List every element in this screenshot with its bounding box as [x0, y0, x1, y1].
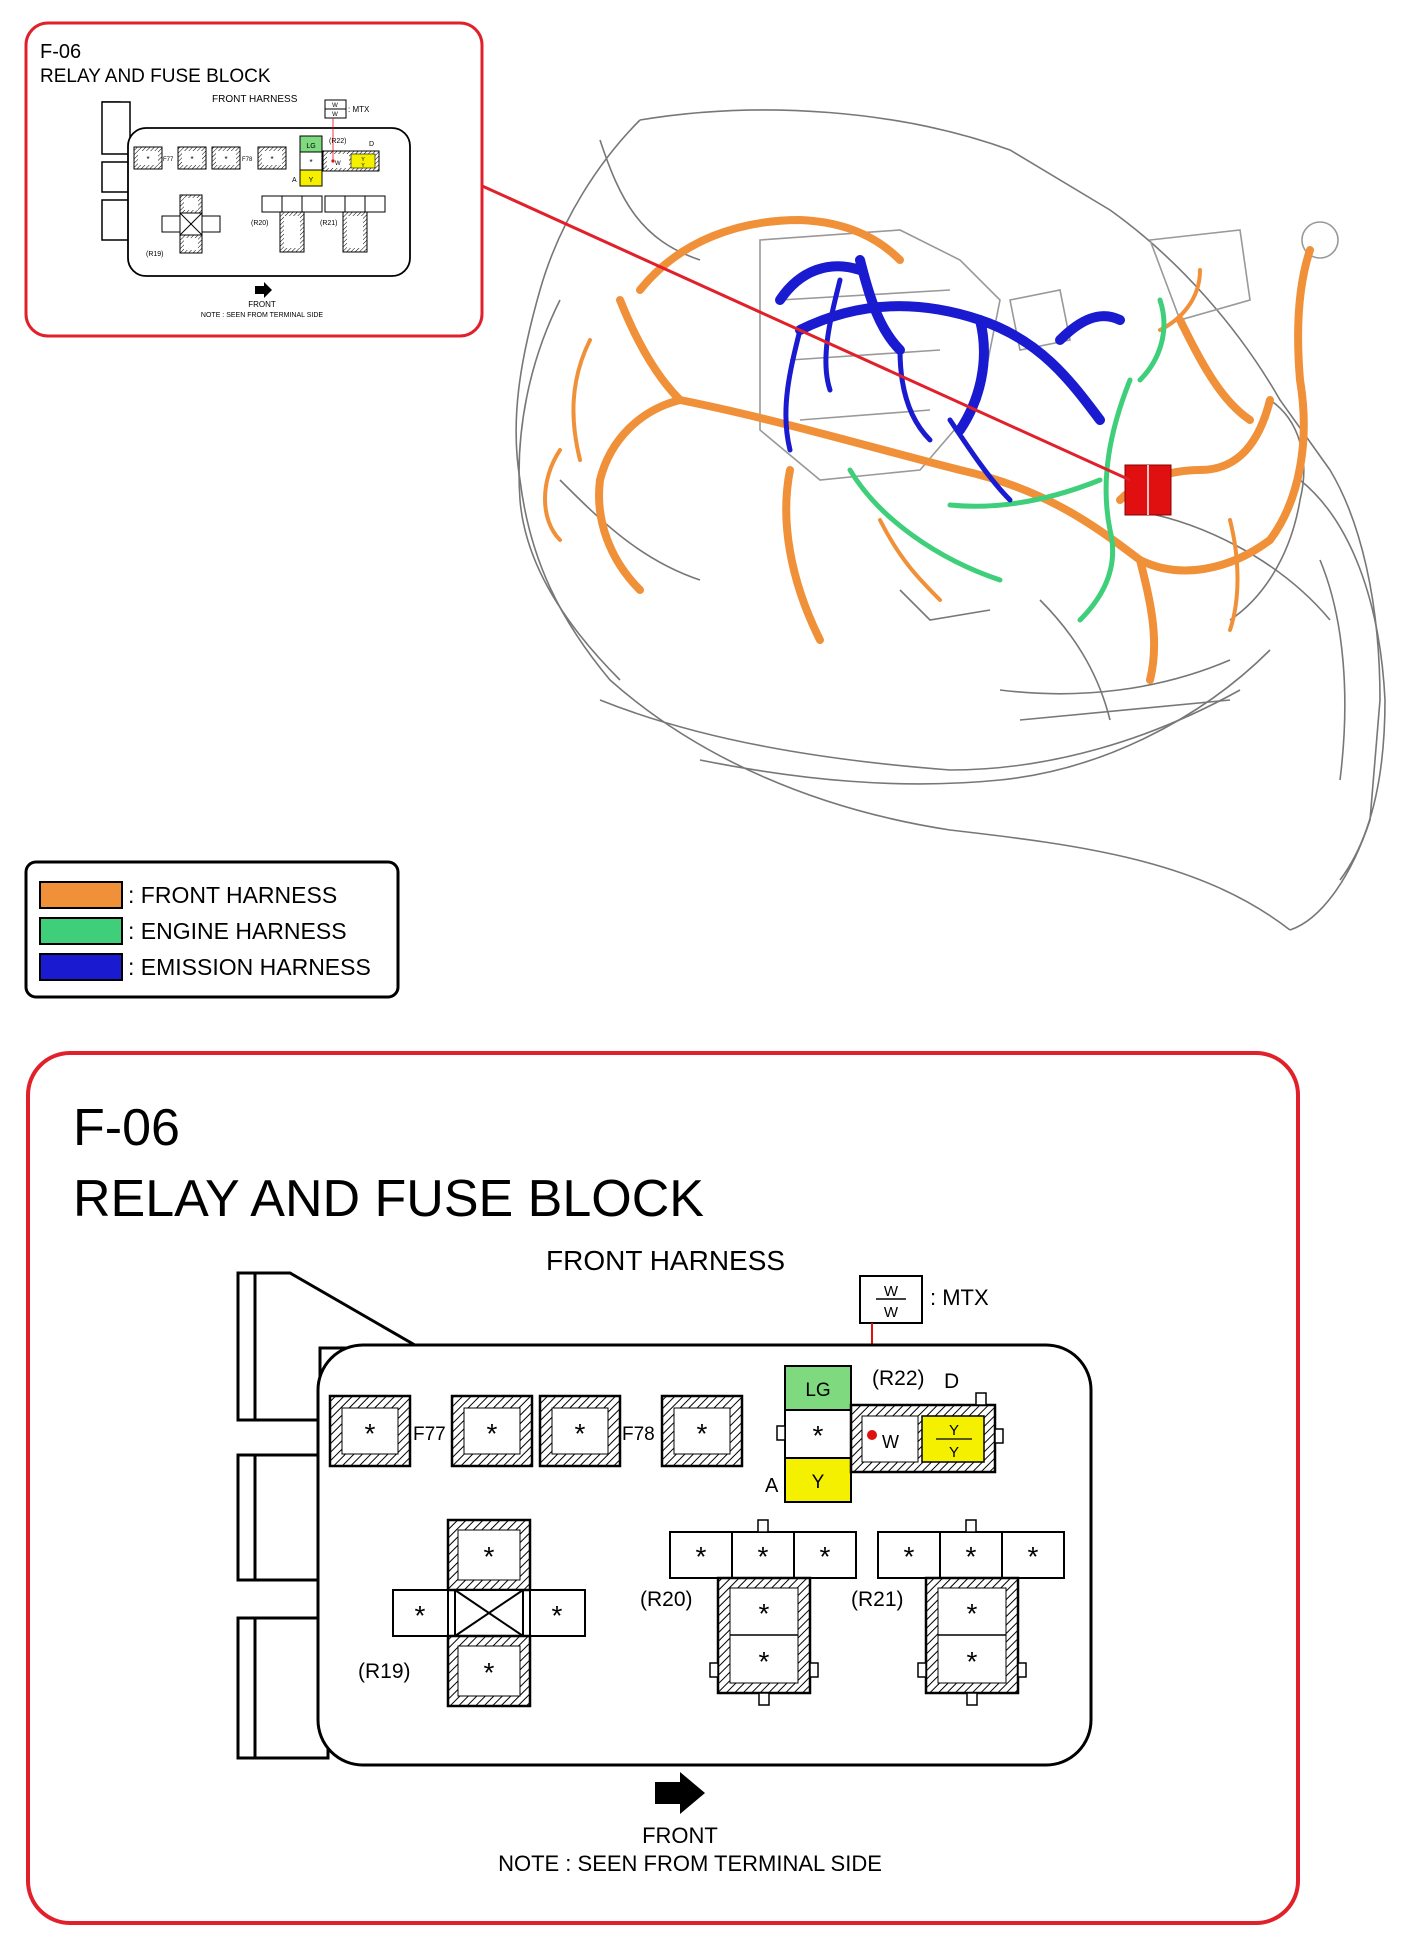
legend-label-emission: : EMISSION HARNESS: [128, 954, 371, 980]
mtx-connector: W W : MTX: [859, 1275, 989, 1440]
detail-title: RELAY AND FUSE BLOCK: [73, 1170, 704, 1228]
legend-swatch-front: [39, 881, 123, 909]
r22-y: Y: [812, 1472, 825, 1493]
svg-text:*: *: [190, 155, 193, 164]
r22-y-top: Y: [949, 1422, 959, 1439]
svg-text:*: *: [967, 1598, 978, 1629]
inset-d: D: [369, 141, 374, 148]
inset-lg: LG: [306, 143, 315, 150]
svg-text:*: *: [759, 1646, 770, 1677]
connector-r22: LG * Y A Y Y W (R22) D: [765, 1365, 1004, 1503]
front-arrow-icon: [655, 1772, 705, 1814]
svg-text:*: *: [484, 1657, 495, 1688]
relay-r20: * * * * * (R20): [640, 1519, 857, 1706]
r22-y-bottom: Y: [949, 1444, 959, 1461]
inset-front: FRONT: [248, 300, 276, 309]
inset-y-bottom: Y: [361, 163, 365, 169]
svg-text:*: *: [146, 155, 149, 164]
relay-r19: * * * * (R19): [358, 1518, 586, 1708]
inset-f77-label: F77: [163, 157, 174, 163]
inset-title: RELAY AND FUSE BLOCK: [40, 66, 271, 87]
r19-label: (R19): [358, 1660, 411, 1683]
engine-harness-wires: [847, 297, 1167, 623]
fuse-row: * * * * F77 F78: [328, 1394, 744, 1468]
detail-harness-label: FRONT HARNESS: [546, 1245, 785, 1276]
inset-r19: (R19): [146, 194, 221, 258]
note-label: NOTE : SEEN FROM TERMINAL SIDE: [498, 1851, 882, 1876]
svg-text:*: *: [415, 1600, 426, 1631]
inset-r21: (R21): [320, 195, 386, 253]
svg-text:(R19): (R19): [146, 251, 164, 258]
mtx-top: W: [884, 1283, 899, 1300]
svg-text:*: *: [484, 1541, 495, 1572]
r22-w: W: [882, 1432, 899, 1452]
inset-harness-label: FRONT HARNESS: [212, 94, 298, 105]
r22-label: (R22): [872, 1367, 925, 1390]
svg-text:*: *: [820, 1541, 831, 1572]
inset-w: W: [335, 161, 341, 167]
r22-lg: LG: [805, 1380, 830, 1401]
svg-text:*: *: [365, 1418, 376, 1449]
r20-label: (R20): [640, 1588, 693, 1611]
car-illustration: [515, 109, 1386, 931]
inset-a: A: [292, 177, 297, 184]
r22-d: D: [944, 1370, 959, 1393]
svg-text:*: *: [1028, 1541, 1039, 1572]
legend-label-front: : FRONT HARNESS: [128, 882, 337, 908]
legend-label-engine: : ENGINE HARNESS: [128, 918, 347, 944]
svg-text:*: *: [758, 1541, 769, 1572]
legend-swatch-emission: [39, 953, 123, 981]
svg-text:*: *: [309, 158, 312, 167]
svg-text:*: *: [575, 1418, 586, 1449]
svg-text:*: *: [270, 155, 273, 164]
emission-harness-wires: [775, 255, 1125, 435]
svg-text:*: *: [904, 1541, 915, 1572]
r22-a: A: [765, 1475, 779, 1497]
inset-f78-label: F78: [242, 157, 253, 163]
emission-harness-wires-thin: [783, 277, 1013, 503]
r21-label: (R21): [851, 1588, 904, 1611]
inset-mtx-bottom: W: [332, 112, 338, 118]
svg-text:*: *: [966, 1541, 977, 1572]
inset-y-top: Y: [361, 157, 365, 163]
svg-text:*: *: [696, 1541, 707, 1572]
svg-text:*: *: [759, 1598, 770, 1629]
svg-text:*: *: [697, 1418, 708, 1449]
inset-y: Y: [309, 177, 314, 184]
legend-swatch-engine: [39, 917, 123, 945]
inset-note: NOTE : SEEN FROM TERMINAL SIDE: [201, 312, 323, 319]
svg-text:*: *: [967, 1646, 978, 1677]
callout-line: [479, 183, 1131, 482]
inset-panel: F-06 RELAY AND FUSE BLOCK FRONT HARNESS …: [24, 21, 484, 338]
inset-r22: (R22): [329, 138, 347, 145]
detail-code: F-06: [73, 1099, 180, 1157]
inset-mtx-label: : MTX: [348, 105, 370, 114]
inset-code: F-06: [40, 41, 81, 63]
svg-text:*: *: [487, 1418, 498, 1449]
svg-text:*: *: [813, 1420, 824, 1451]
fuse-f77-label: F77: [413, 1424, 446, 1445]
legend: : FRONT HARNESS : ENGINE HARNESS : EMISS…: [24, 860, 400, 999]
detail-panel: F-06 RELAY AND FUSE BLOCK FRONT HARNESS …: [26, 1051, 1300, 1925]
inset-mtx-top: W: [332, 103, 338, 109]
front-label: FRONT: [642, 1823, 718, 1848]
svg-text:*: *: [224, 155, 227, 164]
svg-text:(R20): (R20): [251, 220, 269, 227]
mtx-label: : MTX: [930, 1285, 989, 1310]
svg-text:(R21): (R21): [320, 220, 338, 227]
mtx-bottom: W: [884, 1304, 899, 1321]
inset-r20: (R20): [251, 195, 323, 253]
inset-fuse-row: * * * * F77 F78: [133, 146, 287, 170]
fuse-f78-label: F78: [622, 1424, 655, 1445]
svg-text:*: *: [552, 1600, 563, 1631]
relay-block-marker: [1124, 464, 1172, 516]
relay-r21: * * * * * (R21): [851, 1519, 1065, 1706]
